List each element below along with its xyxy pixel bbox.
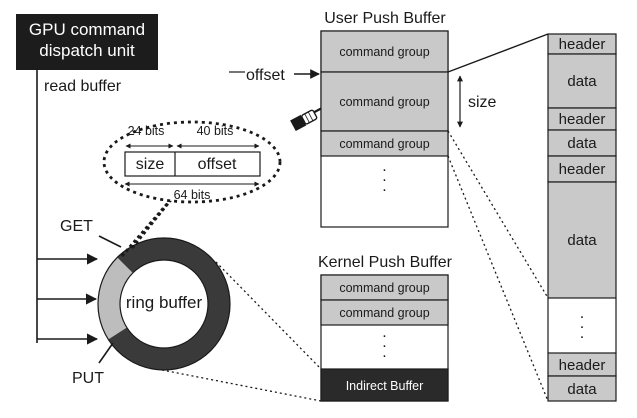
kernel-command-group-2 (320, 299, 449, 326)
kernel-push-buffer-title: Kernel Push Buffer (318, 254, 453, 271)
ring-to-kernel-bottom (161, 369, 322, 402)
kernel-command-group-2-label: command group (339, 306, 429, 320)
kernel-command-group-1-label: command group (339, 281, 429, 295)
user-ellipsis-3: . (382, 178, 386, 195)
detail-ellipsis-1: . (580, 305, 584, 322)
ring-to-kernel-top (215, 261, 322, 370)
gpu-unit-line2: dispatch unit (39, 41, 135, 60)
pointing-hand-icon (290, 107, 323, 132)
size-field: size (136, 156, 165, 173)
user-command-group-2 (320, 71, 449, 132)
ring-zoom-right (130, 195, 176, 249)
detail-header-1-label: header (559, 36, 606, 53)
detail-header-tail-label: header (559, 357, 606, 374)
detail-data-1 (547, 53, 617, 109)
user-ellipsis-2: . (382, 168, 386, 185)
read-buffer-lines (36, 70, 99, 345)
detail-ellipsis-3: . (580, 325, 584, 342)
user-ellipsis-1: . (382, 158, 386, 175)
user-command-group-2-label: command group (339, 95, 429, 109)
detail-ellipsis-2: . (580, 315, 584, 332)
kernel-ellipsis-2: . (382, 334, 386, 351)
detail-data-tail (547, 375, 617, 402)
group-to-detail-bottom (447, 130, 549, 299)
offset-field: offset (198, 156, 237, 173)
put-pointer (98, 342, 114, 364)
read-buffer-label: read buffer (44, 78, 122, 95)
ring-buffer: ring buffer (97, 237, 231, 371)
indirect-buffer (320, 368, 449, 402)
detail-data-1-label: data (567, 73, 597, 90)
total-bits-label: 64 bits (174, 188, 211, 202)
get-label: GET (60, 218, 93, 235)
user-command-group-1 (320, 30, 449, 73)
ring-entry-zoom: 24 bits 40 bits size offset 64 bits (102, 120, 282, 204)
ring-zoom-left (120, 195, 176, 257)
detail-header-3-label: header (559, 161, 606, 178)
user-command-group-3-label: command group (339, 137, 429, 151)
command-group-detail: header data header data header data . . … (547, 33, 617, 402)
gpu-dispatch-unit: GPU command dispatch unit (16, 14, 158, 70)
indirect-buffer-label: Indirect Buffer (346, 379, 424, 393)
gpu-unit-line1: GPU command (29, 20, 145, 39)
group-to-detail-tail (447, 155, 549, 402)
size-bits-label: 24 bits (128, 124, 165, 138)
detail-data-3-label: data (567, 232, 597, 249)
detail-data-3 (547, 181, 617, 299)
detail-header-3 (547, 155, 617, 183)
kernel-ellipsis-3: . (382, 344, 386, 361)
user-command-group-1-label: command group (339, 45, 429, 59)
ring-light-segment (97, 257, 134, 340)
kernel-push-buffer: Kernel Push Buffer command group command… (318, 254, 453, 402)
gpu-unit-box (16, 14, 158, 70)
detail-data-tail-label: data (567, 381, 597, 398)
detail-header-2-label: header (559, 111, 606, 128)
ring-entry-box (124, 151, 261, 177)
size-label: size (468, 94, 497, 111)
user-command-group-3 (320, 130, 449, 157)
user-push-buffer: User Push Buffer command group command g… (320, 10, 449, 228)
put-label: PUT (72, 370, 104, 387)
ring-buffer-label: ring buffer (126, 293, 203, 312)
get-pointer (98, 235, 122, 248)
offset-label: offset (246, 67, 285, 84)
group-to-detail-top (447, 33, 549, 73)
offset-bits-label: 40 bits (197, 124, 234, 138)
kernel-ellipsis-1: . (382, 324, 386, 341)
detail-data-2-label: data (567, 135, 597, 152)
user-push-buffer-title: User Push Buffer (324, 10, 446, 27)
